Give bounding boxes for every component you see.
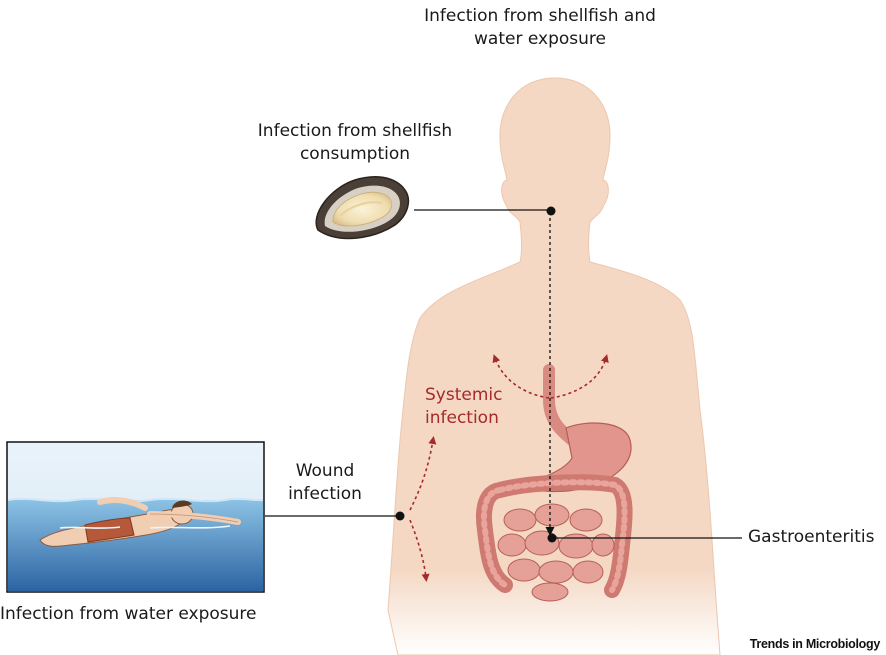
wound-entry-dot [395, 511, 405, 521]
gastro-dot [547, 533, 557, 543]
label-top-route: Infection from shellfish and water expos… [424, 6, 656, 49]
label-wound-infection: Wound infection [288, 461, 362, 504]
swimmer-icon [6, 441, 265, 593]
label-water-exposure: Infection from water exposure [0, 604, 257, 624]
digestive-tract-icon [475, 364, 633, 602]
ingestion-entry-dot [546, 206, 556, 216]
label-shellfish: Infection from shellfish consumption [257, 121, 453, 164]
label-gastroenteritis: Gastroenteritis [748, 527, 875, 547]
body-icon [387, 77, 721, 655]
label-systemic-infection: Systemic infection [425, 385, 503, 428]
journal-brand: Trends in Microbiology [749, 637, 881, 651]
systemic-arrows [409, 354, 609, 582]
oyster-icon [315, 176, 410, 240]
